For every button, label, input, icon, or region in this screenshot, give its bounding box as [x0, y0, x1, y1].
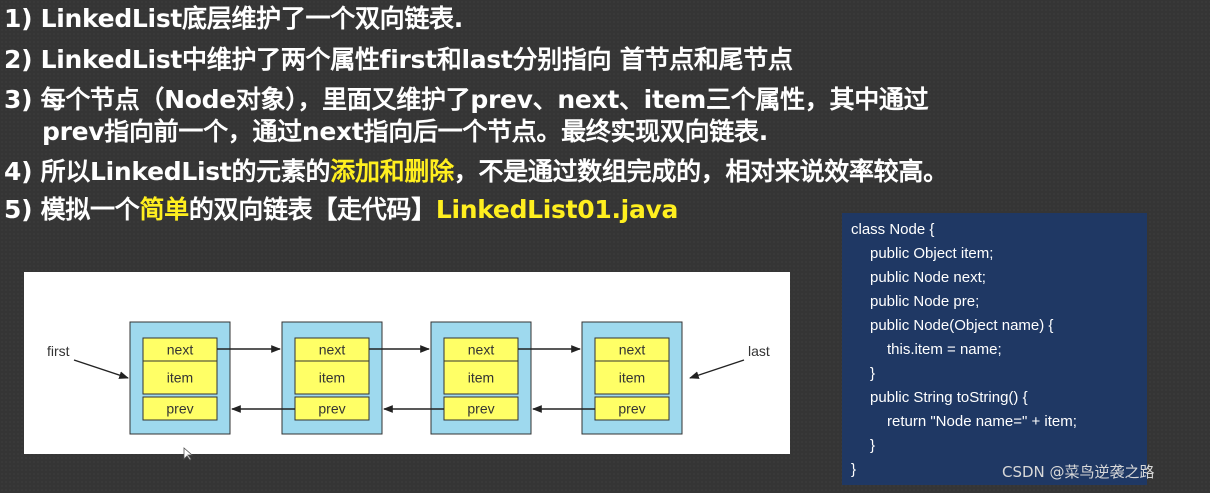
code-line: } — [870, 365, 876, 382]
point-3-continued: prev指向前一个，通过next指向后一个节点。最终实现双向链表. — [42, 117, 768, 146]
node-field-label-prev: prev — [618, 401, 645, 417]
node-field-label-prev: prev — [467, 401, 494, 417]
node-field-label-item: item — [167, 370, 193, 386]
node-field-item — [443, 360, 519, 395]
node-field-label-next: next — [468, 342, 495, 358]
point-5-text-a: 5) 模拟一个 — [4, 195, 140, 224]
point-4: 4) 所以LinkedList的元素的添加和删除，不是通过数组完成的，相对来说效… — [4, 157, 948, 187]
node-field-label-next: next — [167, 342, 194, 358]
node-field-item — [142, 360, 218, 395]
code-line: public Node next; — [870, 269, 986, 286]
point-1: 1) LinkedList底层维护了一个双向链表. — [4, 4, 463, 33]
list-node: next item prev — [430, 321, 532, 435]
last-pointer-arrow — [689, 359, 745, 379]
code-line: public Object item; — [870, 245, 994, 262]
last-pointer-label: last — [748, 343, 770, 359]
node-field-prev — [142, 396, 218, 421]
point-5: 5) 模拟一个简单的双向链表【走代码】LinkedList01.java — [4, 195, 678, 225]
nodes-layer: nextitemprevnextitemprevnextitemprevnext… — [129, 321, 683, 435]
list-node: next item prev — [129, 321, 231, 435]
node-field-label-next: next — [319, 342, 346, 358]
node-field-item — [594, 360, 670, 395]
code-line: public String toString() { — [870, 389, 1028, 406]
list-node: next item prev — [281, 321, 383, 435]
code-line: this.item = name; — [887, 341, 1002, 358]
mouse-cursor-icon — [183, 447, 194, 461]
first-pointer-arrow — [73, 359, 129, 379]
point-4-highlight: 添加和删除 — [330, 157, 454, 186]
csdn-watermark: CSDN @菜鸟逆袭之路 — [1002, 463, 1155, 481]
point-2: 2) LinkedList中维护了两个属性first和last分别指向 首节点和… — [4, 45, 793, 74]
code-line: public Node(Object name) { — [870, 317, 1054, 334]
point-3: 3) 每个节点（Node对象），里面又维护了prev、next、item三个属性… — [4, 85, 929, 114]
linked-list-svg: nextitemprevnextitemprevnextitemprevnext… — [47, 321, 770, 435]
node-field-label-item: item — [619, 370, 645, 386]
node-field-label-item: item — [468, 370, 494, 386]
node-field-label-item: item — [319, 370, 345, 386]
node-field-label-prev: prev — [166, 401, 193, 417]
code-line: class Node { — [851, 221, 935, 238]
code-line: } — [851, 461, 857, 478]
arrows-layer — [73, 345, 745, 413]
point-5-text-b: 的双向链表【走代码】 — [188, 195, 436, 224]
point-4-text-a: 4) 所以LinkedList的元素的 — [4, 157, 331, 186]
node-field-item — [294, 360, 370, 395]
node-field-label-prev: prev — [318, 401, 345, 417]
code-line: public Node pre; — [870, 293, 980, 310]
code-line: return "Node name=" + item; — [887, 413, 1077, 430]
list-node: next item prev — [581, 321, 683, 435]
point-5-filename: LinkedList01.java — [435, 195, 679, 224]
node-field-label-next: next — [619, 342, 646, 358]
node-class-code-box: class Node { public Object item; public No… — [842, 213, 1147, 485]
point-4-text-b: ，不是通过数组完成的，相对来说效率较高。 — [453, 157, 948, 186]
first-pointer-label: first — [47, 343, 70, 359]
code-line: } — [870, 437, 876, 454]
point-5-highlight: 简单 — [139, 195, 189, 224]
